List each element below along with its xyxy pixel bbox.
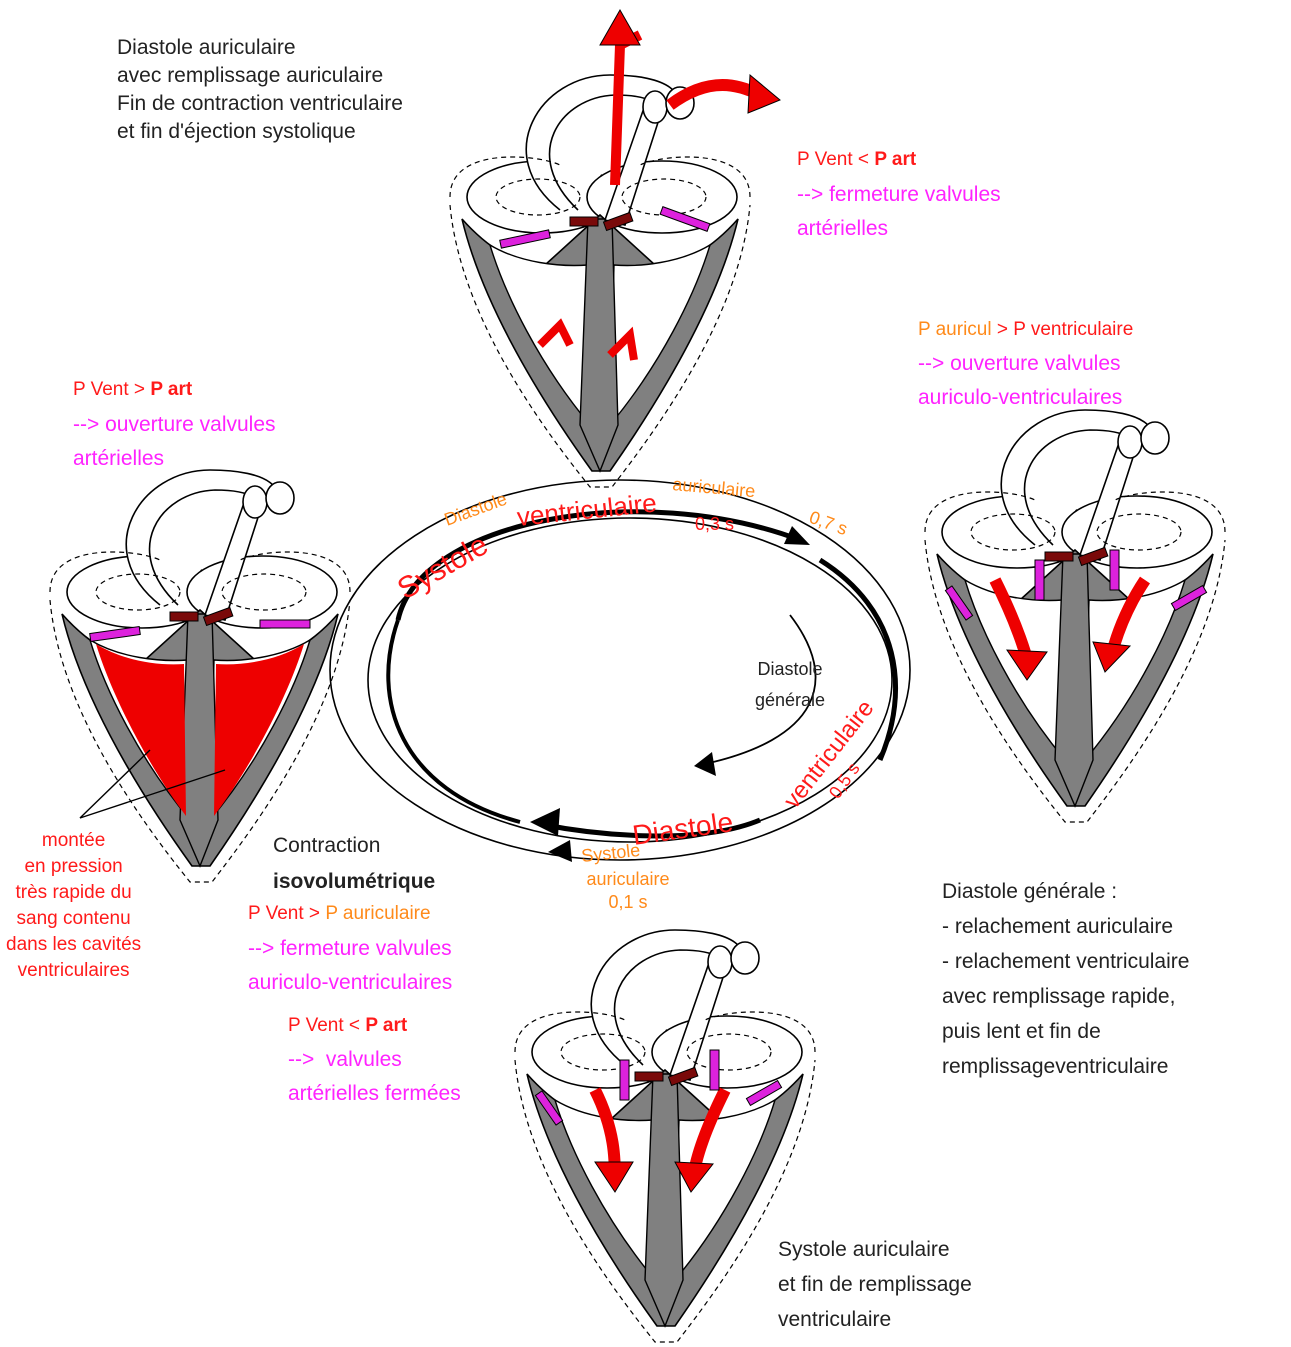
text-line: artérielles <box>73 442 276 476</box>
heart-right <box>925 410 1225 822</box>
cycle-auriculaire-top: auriculaire <box>672 474 756 501</box>
cond-op: < <box>344 1015 366 1036</box>
bottom-description: Systole auriculaire et fin de remplissag… <box>778 1232 972 1337</box>
heart-bottom <box>515 930 815 1342</box>
text-line: --> ouverture valvules <box>73 408 276 442</box>
cond-op: > <box>304 903 326 924</box>
text-line: très rapide du <box>6 880 141 906</box>
top-description: Diastole auriculaire avec remplissage au… <box>117 34 403 146</box>
right-description: Diastole générale : - relachement auricu… <box>942 874 1189 1084</box>
cond-b: P art <box>874 149 916 170</box>
text-line: puis lent et fin de <box>942 1014 1189 1049</box>
cond-a: P Vent <box>73 379 129 400</box>
text-line: et fin de remplissage <box>778 1267 972 1302</box>
text-line: artérielles <box>797 212 1001 246</box>
text-line: Contraction <box>273 828 435 864</box>
cycle-ventriculaire-right: ventriculaire <box>778 695 879 814</box>
text-line: sang contenu <box>6 906 141 932</box>
left-condition: P Vent > P art <box>73 376 192 404</box>
arrow-head-systole <box>784 526 810 545</box>
arrow-head-general <box>694 752 716 776</box>
heart-left <box>50 470 350 882</box>
right-condition: P auricul > P ventriculaire <box>918 316 1133 344</box>
right-result: --> ouverture valvules auriculo-ventricu… <box>918 347 1122 415</box>
text-line: - relachement auriculaire <box>942 909 1189 944</box>
text-line: dans les cavités <box>6 932 141 958</box>
cond-a: P Vent <box>288 1015 344 1036</box>
text-line: Diastole auriculaire <box>117 34 403 62</box>
text-line: auriculo-ventriculaires <box>248 966 452 1000</box>
cond-b: P auriculaire <box>325 903 430 924</box>
text-line: remplissageventriculaire <box>942 1049 1189 1084</box>
text-line: montée <box>6 828 141 854</box>
text-line: avec remplissage auriculaire <box>117 62 403 90</box>
text-line: artérielles fermées <box>288 1077 461 1111</box>
text-line: ventriculaire <box>778 1302 972 1337</box>
text-line: et fin d'éjection systolique <box>117 118 403 146</box>
cycle-general-1: Diastole <box>757 659 822 679</box>
cycle-auriculaire-small: auriculaire <box>586 869 669 889</box>
contraction-label: Contraction isovolumétrique <box>273 828 435 900</box>
cycle-systole-small: Systole <box>580 840 641 866</box>
cond-b: P art <box>150 379 192 400</box>
heart-top <box>450 10 780 487</box>
mid-condition: P Vent > P auriculaire <box>248 900 431 928</box>
cond-op: > <box>129 379 151 400</box>
cond-b: P ventriculaire <box>1013 319 1133 340</box>
text-line: Diastole générale : <box>942 874 1189 909</box>
cycle-outer-ring <box>330 480 910 860</box>
text-line: --> fermeture valvules <box>797 178 1001 212</box>
mid-result: --> fermeture valvules auriculo-ventricu… <box>248 932 452 1000</box>
text-line: Fin de contraction ventriculaire <box>117 90 403 118</box>
arrow-head-bottom <box>530 808 560 836</box>
cycle-time-03: 0,3 s <box>695 514 734 534</box>
text-line: Systole auriculaire <box>778 1232 972 1267</box>
text-line: --> fermeture valvules <box>248 932 452 966</box>
cycle-diastole-bottom: Diastole <box>631 806 736 851</box>
text-line: - relachement ventriculaire <box>942 944 1189 979</box>
cond-a: P Vent <box>248 903 304 924</box>
cond-b: P art <box>365 1015 407 1036</box>
text-line: ventriculaires <box>6 958 141 984</box>
cycle-diastole-top: Diastole <box>442 489 510 530</box>
cycle-ventriculaire-top: ventriculaire <box>515 487 658 531</box>
text-line: --> valvules <box>288 1043 461 1077</box>
text-line: avec remplissage rapide, <box>942 979 1189 1014</box>
mid-result-2: --> valvules artérielles fermées <box>288 1043 461 1111</box>
cycle-general-2: générale <box>755 690 825 710</box>
mid-condition-2: P Vent < P art <box>288 1012 407 1040</box>
cond-op: < <box>853 149 875 170</box>
text-line: auriculo-ventriculaires <box>918 381 1122 415</box>
text-line: en pression <box>6 854 141 880</box>
cycle-time-01: 0,1 s <box>608 892 647 912</box>
text-line: isovolumétrique <box>273 864 435 900</box>
left-note: montée en pression très rapide du sang c… <box>6 828 141 984</box>
cond-a: P Vent <box>797 149 853 170</box>
cond-op: > <box>992 319 1014 340</box>
text-line: --> ouverture valvules <box>918 347 1122 381</box>
cycle-ring <box>330 480 910 860</box>
cond-a: P auricul <box>918 319 992 340</box>
left-result: --> ouverture valvules artérielles <box>73 408 276 476</box>
cycle-time-07: 0,7 s <box>807 507 851 539</box>
arrow-head-outer <box>548 840 572 862</box>
isovolumetric-arc <box>388 620 520 822</box>
top-condition: P Vent < P art <box>797 146 916 174</box>
top-result: --> fermeture valvules artérielles <box>797 178 1001 246</box>
